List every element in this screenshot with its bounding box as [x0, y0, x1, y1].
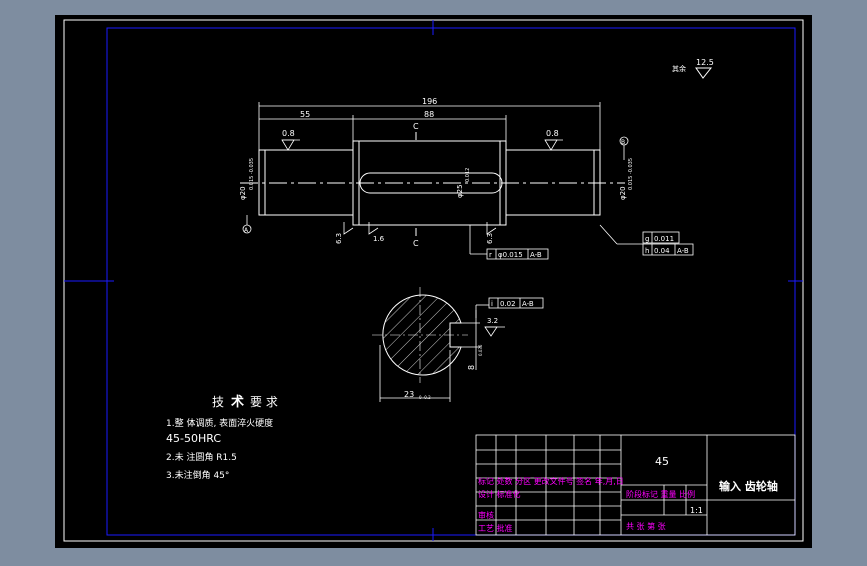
- tol-frame-runout: r φ0.015 A-B: [469, 225, 549, 260]
- tech-req-line4: 3.未注倒角 45°: [166, 469, 229, 481]
- title-material: 45: [655, 455, 669, 468]
- title-scale: 1:1: [690, 506, 703, 515]
- svg-text:0.04: 0.04: [654, 247, 670, 255]
- title-row2: 设计 标准化: [478, 489, 521, 499]
- rough-right-value: 0.8: [546, 129, 559, 138]
- title-row4: 工艺 批准: [478, 523, 513, 533]
- svg-text:r: r: [489, 251, 492, 259]
- tech-req-line2: 45-50HRC: [166, 432, 221, 445]
- section-width-tol: 0.036: [478, 344, 483, 356]
- drawing-sheet: [55, 15, 812, 548]
- tol-frame-cylindricity: g 0.011: [599, 224, 680, 245]
- rough-shoulder-left-value: 6.3: [335, 233, 343, 244]
- section-mark-bottom: C: [413, 239, 419, 248]
- svg-text:B: B: [621, 139, 625, 146]
- title-stage-mark: 阶段标记 重量 比例: [626, 489, 695, 499]
- tech-req-line3: 2.未 注圆角 R1.5: [166, 451, 237, 463]
- section-rough-value: 3.2: [487, 317, 498, 325]
- shaft-view: [240, 132, 625, 236]
- datum-a: A: [242, 215, 252, 234]
- rough-shoulder-right-value: 6.3: [486, 233, 494, 244]
- title-sheets: 共 张 第 张: [626, 521, 666, 531]
- title-block: [475, 434, 796, 536]
- section-width-dim: 8: [467, 365, 476, 370]
- roughness-value: 12.5: [696, 58, 714, 67]
- svg-text:A-B: A-B: [677, 247, 689, 255]
- svg-text:A-B: A-B: [530, 251, 542, 259]
- dim-right-journal-tol: 0.015 -0.035: [628, 158, 634, 190]
- dim-center-tol: 0.012: [465, 168, 471, 182]
- tol-frame-right-runout: h 0.04 A-B: [642, 243, 694, 256]
- tech-req-line1: 1.整 体调质, 表面淬火硬度: [166, 417, 273, 429]
- symmetry-value: 0.02: [500, 300, 516, 308]
- dim-left-step: 55: [300, 110, 310, 119]
- svg-text:h: h: [645, 247, 649, 255]
- dim-left-journal-tol: 0.015 -0.035: [249, 158, 255, 190]
- rough-left-value: 0.8: [282, 129, 295, 138]
- section-depth-dim: 23: [404, 390, 414, 399]
- svg-text:A: A: [244, 227, 249, 234]
- roughness-label: 其余: [672, 64, 686, 73]
- tech-req-title-a: 技: [212, 395, 224, 409]
- title-row1: 标记 处数 分区 更改文件号 签名 年,月,日: [478, 476, 624, 486]
- general-roughness: 其余 12.5: [672, 58, 714, 79]
- technical-requirements: 技 术 要 求 1.整 体调质, 表面淬火硬度 45-50HRC 2.未 注圆角…: [166, 394, 278, 481]
- dim-key-section: 88: [424, 110, 434, 119]
- svg-text:φ0.015: φ0.015: [498, 251, 523, 259]
- svg-text:0.011: 0.011: [654, 235, 674, 243]
- dimension-lines: [258, 102, 601, 150]
- centering-marks: [64, 20, 803, 541]
- tech-req-title-b: 术: [230, 394, 244, 410]
- dim-left-journal: φ20: [239, 186, 247, 200]
- symmetry-datum: A-B: [522, 300, 534, 308]
- section-mark-top: C: [413, 122, 419, 131]
- tech-req-title-c: 要 求: [250, 395, 278, 409]
- symmetry-symbol: i: [491, 300, 493, 308]
- title-row3: 审核: [478, 510, 494, 520]
- dim-right-journal: φ20: [619, 186, 627, 200]
- roughness-symbols: [281, 139, 563, 235]
- svg-text:g: g: [645, 235, 649, 243]
- section-depth-tol: 0 -0.2: [419, 395, 431, 400]
- dim-center: φ25: [456, 184, 464, 198]
- datum-b: B: [619, 136, 629, 160]
- section-view: [372, 287, 544, 402]
- dim-overall: 196: [422, 97, 437, 106]
- rough-shoulder-mid-value: 1.6: [373, 235, 385, 243]
- title-part-name: 输入 齿轮轴: [719, 479, 778, 493]
